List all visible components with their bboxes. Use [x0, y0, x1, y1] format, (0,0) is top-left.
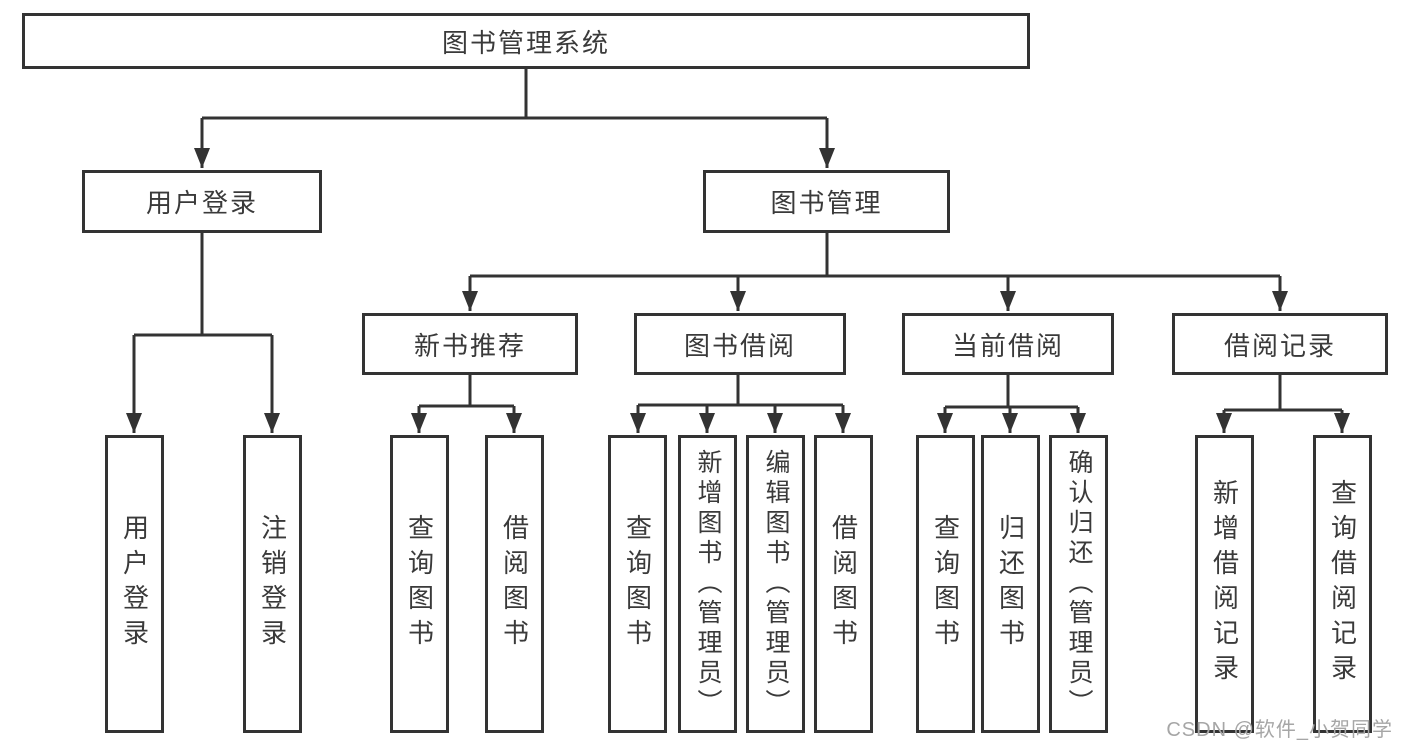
node-label: 查询图书	[622, 514, 653, 654]
connector-book-management-children	[470, 233, 1280, 278]
node-label: 查询图书	[404, 514, 435, 654]
leaf-borrow-books: 借阅图书	[814, 435, 873, 733]
node-library-management-system: 图书管理系统	[22, 13, 1030, 69]
node-label: 查询图书	[930, 514, 961, 654]
leaf-query-borrow-record: 查询借阅记录	[1313, 435, 1372, 733]
connector-current-borrow-children	[945, 375, 1078, 409]
node-label: 确认归还（管理员）	[1065, 449, 1093, 719]
node-label: 用户登录	[145, 188, 258, 218]
node-label: 新书推荐	[413, 330, 526, 361]
node-label: 用户登录	[119, 514, 150, 654]
node-label: 编辑图书（管理员）	[762, 449, 790, 719]
leaf-query-books-borrow: 查询图书	[608, 435, 667, 733]
csdn-watermark: CSDN @软件_小贺同学	[1166, 719, 1393, 741]
node-current-borrow: 当前借阅	[902, 313, 1114, 375]
node-label: 借阅记录	[1223, 330, 1336, 361]
node-label: 图书管理	[770, 188, 883, 218]
node-label: 查询借阅记录	[1327, 479, 1358, 689]
connector-new-book-recommend-children	[419, 375, 514, 408]
leaf-add-book-admin: 新增图书（管理员）	[678, 435, 737, 733]
node-label: 归还图书	[995, 514, 1026, 654]
leaf-query-books-recommend: 查询图书	[390, 435, 449, 733]
connector-root-to-level2	[202, 69, 827, 120]
leaf-logout: 注销登录	[243, 435, 302, 733]
node-label: 当前借阅	[951, 330, 1064, 361]
connector-user-login-children	[134, 233, 272, 337]
node-user-login: 用户登录	[82, 170, 322, 233]
connector-borrow-records-children	[1224, 375, 1342, 412]
node-new-book-recommend: 新书推荐	[362, 313, 578, 375]
node-label: 新增借阅记录	[1209, 479, 1240, 689]
node-label: 借阅图书	[828, 514, 859, 654]
leaf-confirm-return-admin: 确认归还（管理员）	[1049, 435, 1108, 733]
leaf-add-borrow-record: 新增借阅记录	[1195, 435, 1254, 733]
node-label: 新增图书（管理员）	[694, 449, 722, 719]
node-book-borrow: 图书借阅	[634, 313, 846, 375]
node-label: 图书借阅	[683, 330, 796, 361]
node-borrow-records: 借阅记录	[1172, 313, 1388, 375]
leaf-user-login: 用户登录	[105, 435, 164, 733]
node-label: 借阅图书	[499, 514, 530, 654]
connector-book-borrow-children	[638, 375, 843, 407]
node-book-management: 图书管理	[703, 170, 950, 233]
leaf-borrow-books-recommend: 借阅图书	[485, 435, 544, 733]
leaf-edit-book-admin: 编辑图书（管理员）	[746, 435, 805, 733]
node-label: 注销登录	[257, 514, 288, 654]
leaf-return-books: 归还图书	[981, 435, 1040, 733]
leaf-query-books-current: 查询图书	[916, 435, 975, 733]
node-label: 图书管理系统	[441, 27, 610, 58]
